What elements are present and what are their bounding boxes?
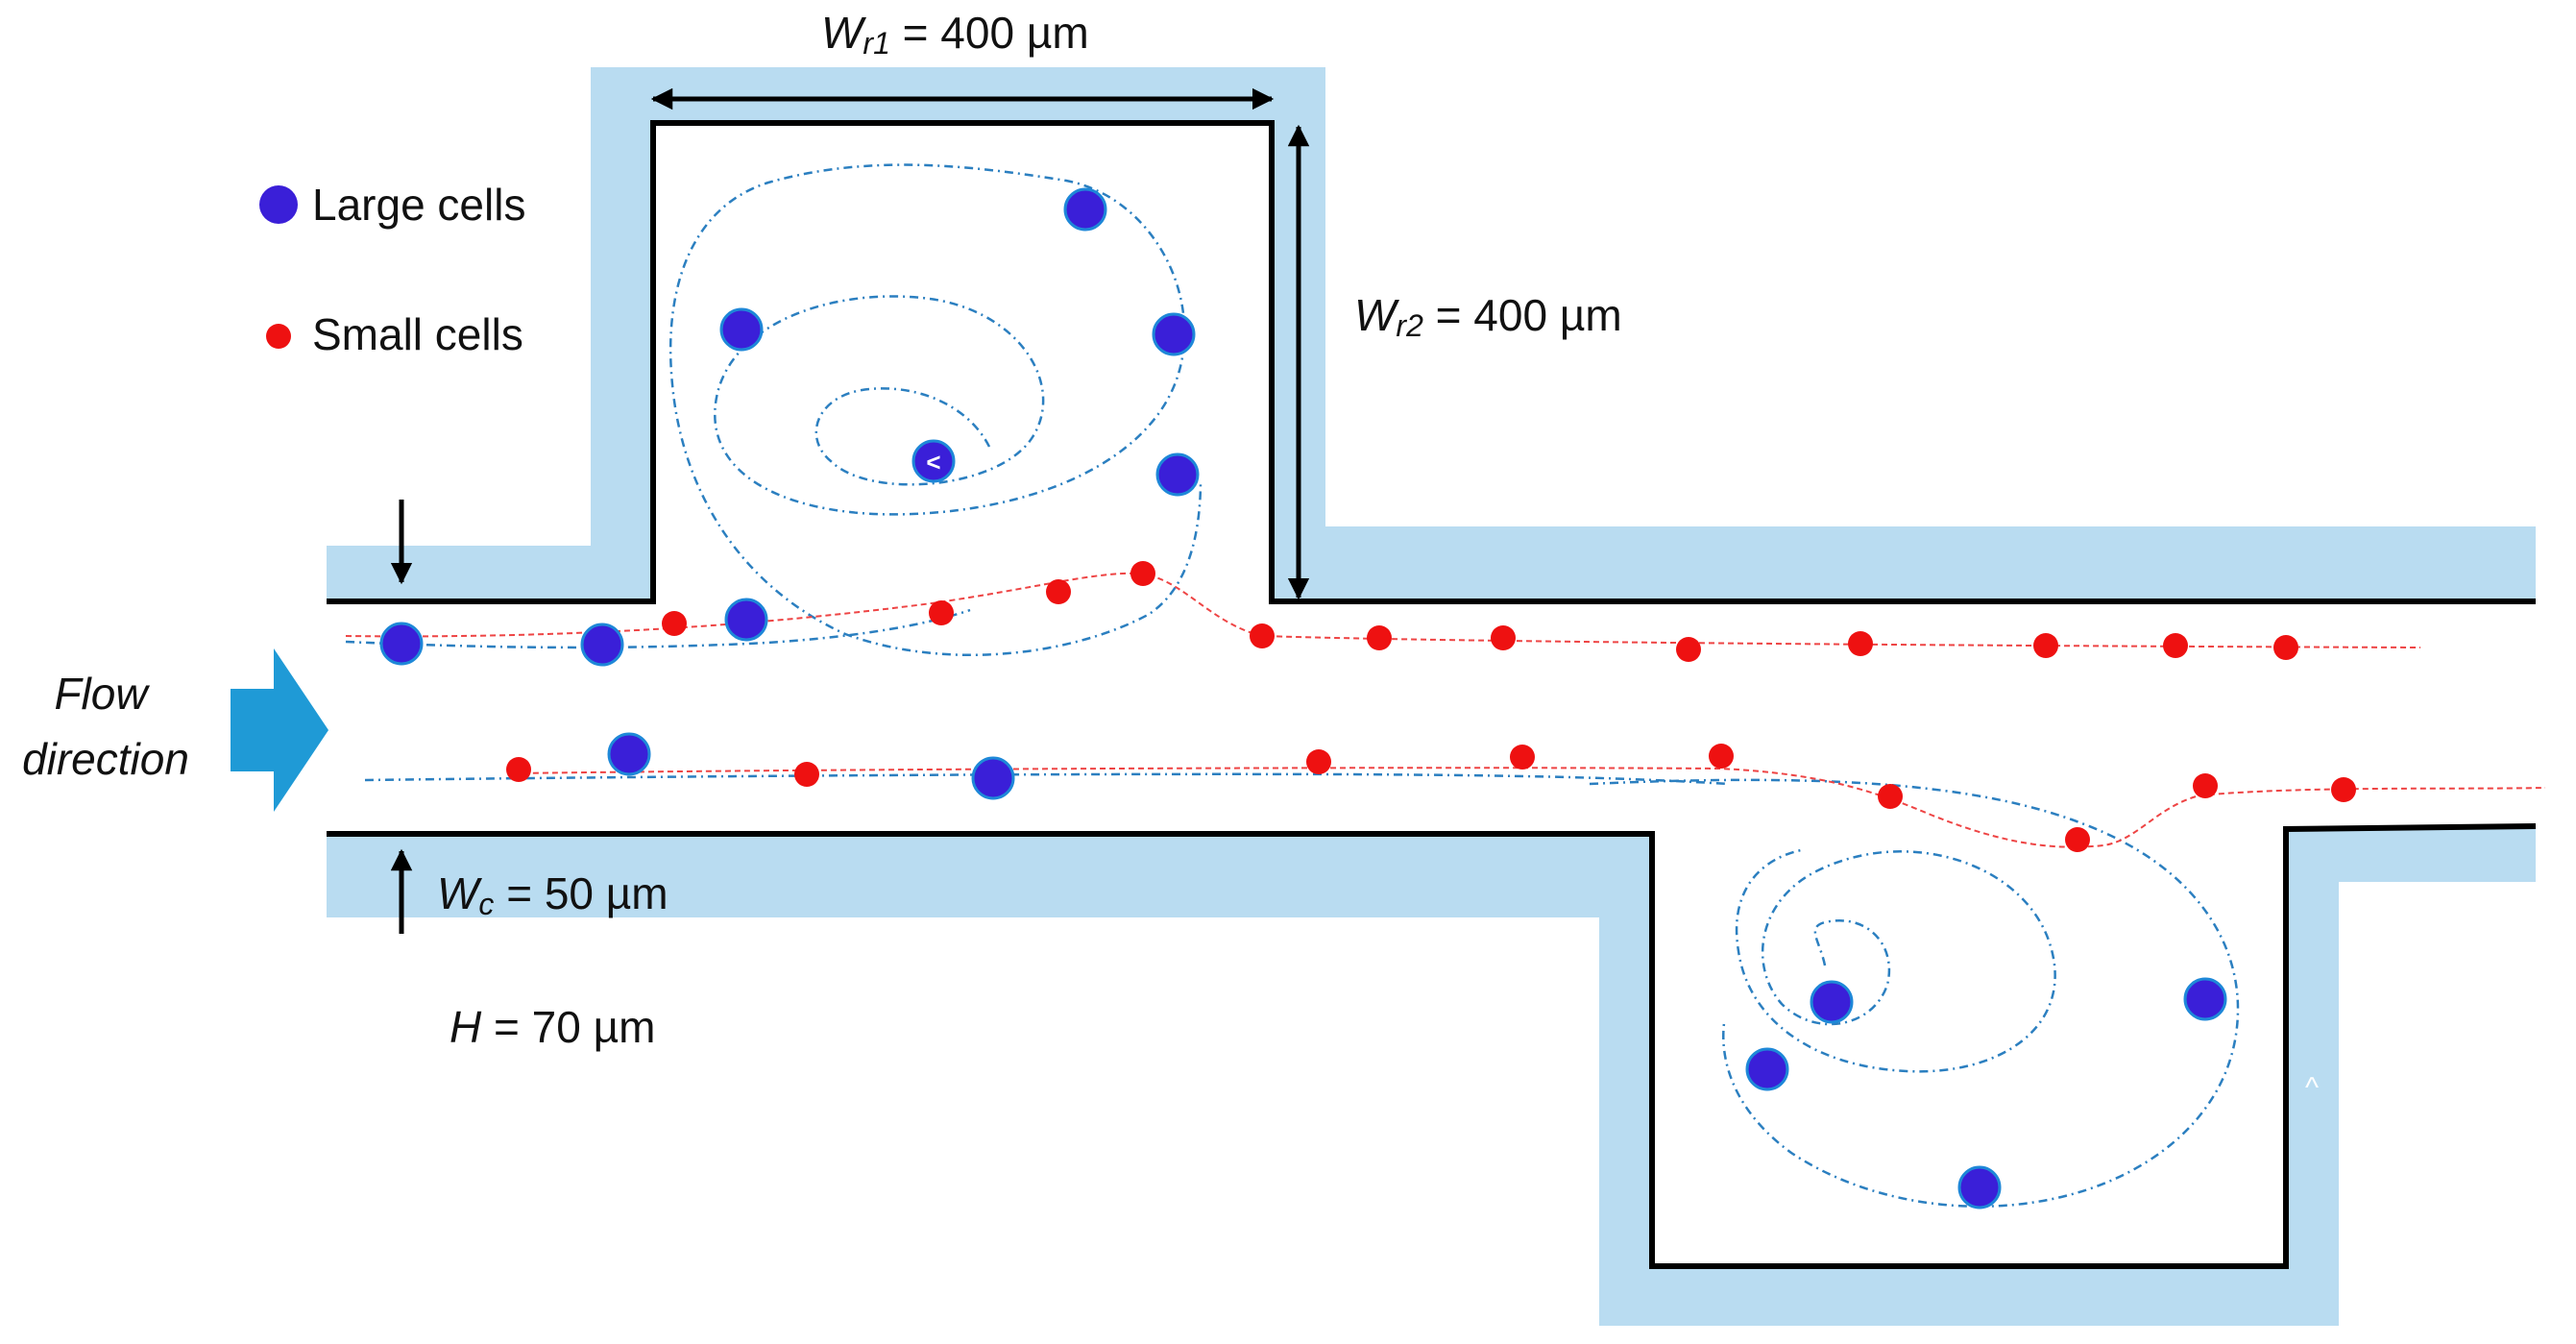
large-cell <box>724 598 768 642</box>
legend-large-cell-swatch <box>259 185 298 224</box>
large-cell <box>719 307 764 352</box>
legend-large-cells-label: Large cells <box>312 180 525 230</box>
lower-chamber-side-marker: ^ <box>2305 1072 2319 1104</box>
flow-label-line1: Flow <box>54 669 150 719</box>
lower-channel-path <box>364 772 1730 786</box>
large-cell <box>971 756 1015 800</box>
lower-wall-fill <box>327 826 2536 1326</box>
large-cell-trajectories <box>345 163 2240 1208</box>
small-cell <box>2193 773 2218 798</box>
upper-chamber-center-marker: < <box>926 448 940 477</box>
large-cell <box>1745 1047 1789 1091</box>
legend-small-cell-swatch <box>266 324 291 349</box>
small-cell <box>1250 623 1275 648</box>
large-cell <box>2183 977 2227 1021</box>
small-cell <box>1306 749 1331 774</box>
upper-wall-fill <box>327 67 2536 601</box>
large-cell <box>1810 980 1854 1024</box>
small-cell <box>2033 633 2058 658</box>
small-cell <box>2331 777 2356 802</box>
small-cell <box>1709 744 1734 769</box>
lower-outer-loop <box>1589 778 2240 1208</box>
small-cell <box>2163 633 2188 658</box>
small-cell <box>1046 579 1071 604</box>
small-cell <box>1676 637 1701 662</box>
legend: Large cells Small cells <box>259 180 525 359</box>
flow-label-line2: direction <box>22 734 189 784</box>
small-cell <box>1367 625 1392 650</box>
small-cell <box>1491 625 1516 650</box>
wr1-label: Wr1 = 400 µm <box>821 8 1089 61</box>
large-cell <box>1957 1165 2002 1210</box>
large-cell <box>607 732 651 776</box>
h-label: H = 70 µm <box>450 1002 655 1052</box>
small-cell <box>794 762 819 787</box>
legend-small-cells-label: Small cells <box>312 309 523 359</box>
small-cell <box>506 757 531 782</box>
small-cell <box>929 600 954 625</box>
upper-channel-boundary <box>327 120 2536 604</box>
large-cell <box>911 439 956 483</box>
small-cell <box>1130 561 1155 586</box>
small-cell <box>662 611 687 636</box>
dimension-arrows <box>390 87 1310 934</box>
flow-direction-right-arrow-icon <box>231 648 328 812</box>
lower-small-cell-path <box>513 767 2546 848</box>
large-cells <box>379 187 2227 1210</box>
lower-vortex-spiral <box>1735 848 2056 1073</box>
small-cell <box>1510 745 1535 770</box>
wr2-label: Wr2 = 400 µm <box>1354 290 1622 343</box>
large-cell <box>580 623 624 667</box>
upper-small-cell-path <box>345 572 2421 648</box>
channel-walls <box>327 67 2536 1326</box>
wc-label: Wc = 50 µm <box>437 868 668 921</box>
large-cell <box>379 622 424 666</box>
large-cell <box>1063 187 1107 232</box>
small-cell-trajectories <box>345 572 2546 848</box>
channel-outline <box>327 120 2537 1269</box>
small-cells <box>506 561 2356 852</box>
small-cell <box>1878 784 1903 809</box>
large-cell <box>1155 452 1200 497</box>
small-cell <box>2065 827 2090 852</box>
lower-channel-boundary <box>327 823 2537 1269</box>
large-cell <box>1152 312 1196 356</box>
small-cell <box>1848 631 1873 656</box>
small-cell <box>2273 635 2298 660</box>
upper-vortex-spiral <box>668 163 1203 657</box>
